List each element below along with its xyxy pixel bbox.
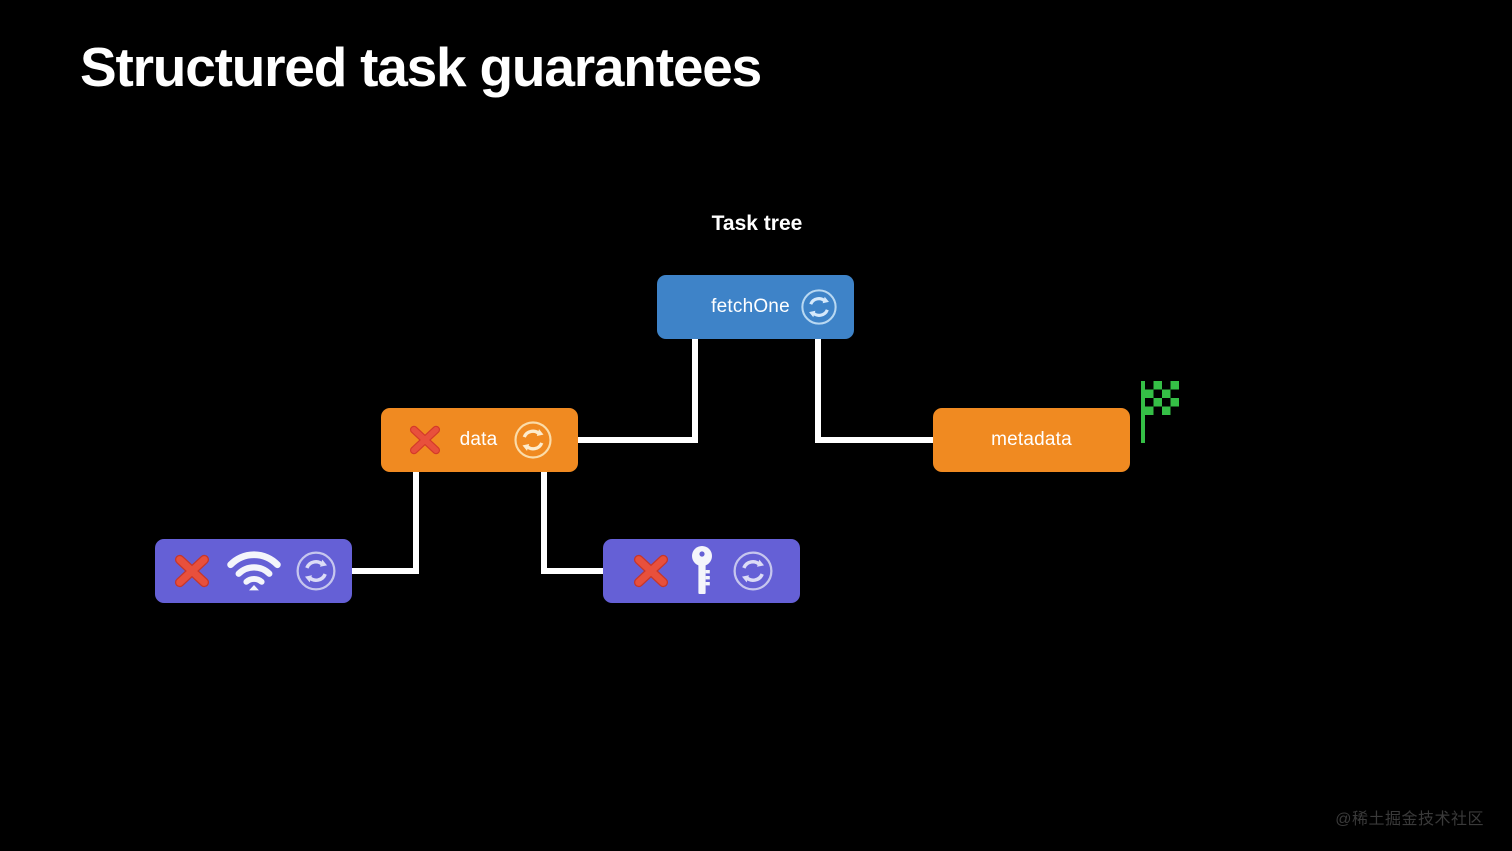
page-title: Structured task guarantees [80,36,762,98]
wifi-icon [226,551,281,591]
edge-data-key [541,472,605,574]
diagram-caption-label: Task tree [711,212,803,235]
refresh-icon [514,421,552,459]
edge-fetchone-data [576,339,698,443]
edge-data-wifi [350,472,419,574]
error-x-icon [409,425,440,455]
refresh-icon [732,551,773,591]
task-node-metadata[interactable]: metadata [933,408,1130,472]
watermark: @稀土掘金技术社区 [1335,811,1484,828]
task-node-data[interactable]: data [381,408,578,472]
edge-fetchone-metadata [815,339,935,443]
checkered-flag-icon [1141,381,1179,443]
task-node-wifi-child[interactable] [155,539,352,603]
refresh-icon [801,289,837,325]
task-node-fetchone[interactable]: fetchOne [657,275,854,339]
error-x-icon [633,554,668,588]
task-node-fetchone-label: fetchOne [711,296,790,317]
task-node-metadata-label: metadata [991,429,1072,450]
key-icon [691,546,712,594]
refresh-icon [295,551,336,591]
error-x-icon [174,554,209,588]
diagram-caption: Task tree [0,212,1512,236]
task-node-key-child[interactable] [603,539,800,603]
task-node-data-label: data [459,429,498,450]
